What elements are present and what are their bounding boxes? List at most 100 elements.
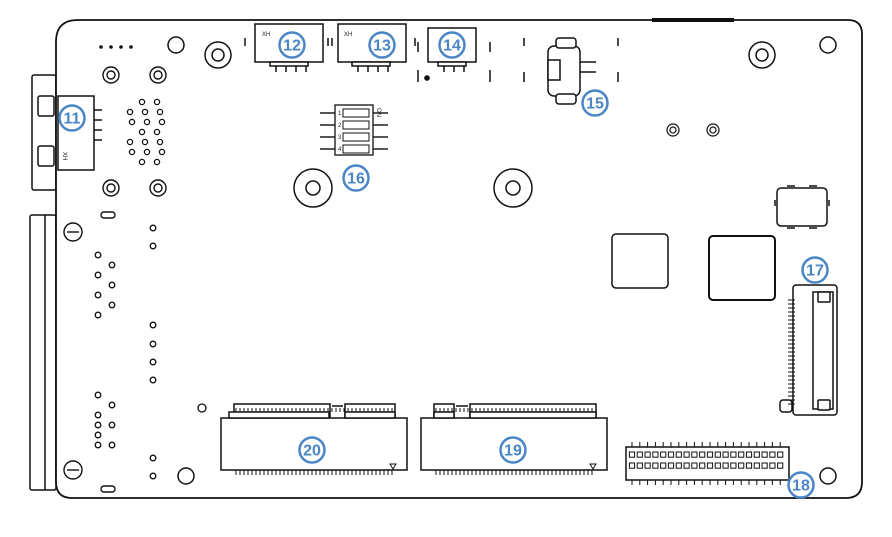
callout-20: 20	[298, 436, 326, 464]
pin-dot	[94, 391, 102, 399]
callout-number: 18	[792, 478, 810, 495]
callout-13: 13	[368, 31, 396, 59]
callout-circle	[278, 31, 306, 59]
via-dot	[128, 118, 136, 126]
header-pin	[714, 451, 721, 458]
via-dot	[156, 108, 164, 116]
oscillator	[774, 185, 830, 229]
m2-slot-20-pins	[235, 408, 393, 475]
pin-dot	[108, 421, 116, 429]
connector-15	[523, 37, 619, 105]
chip-small	[611, 233, 669, 289]
pin-dot	[94, 411, 102, 419]
callout-18: 18	[787, 471, 815, 499]
header-pin	[691, 451, 698, 458]
callout-circle	[438, 31, 466, 59]
pin-dot	[108, 281, 116, 289]
header-pin	[745, 451, 753, 458]
header-pin	[761, 462, 768, 469]
header-pin	[636, 451, 643, 458]
pin-dot	[108, 401, 116, 409]
dip-switch-num-2: 2	[338, 123, 342, 129]
via-dot	[153, 98, 161, 106]
header-pin	[722, 451, 729, 458]
standoff-top-right-inner	[755, 48, 769, 62]
via-dot	[149, 224, 157, 232]
via-dot	[153, 128, 161, 136]
oval-pads	[424, 75, 720, 137]
via-dot	[149, 242, 157, 250]
m2-slot-20-marker	[389, 463, 397, 470]
dip-switch-16	[320, 104, 388, 156]
header-pin	[745, 462, 753, 469]
callout-number: 15	[586, 96, 604, 113]
standoff-mid-right-inner	[505, 180, 521, 196]
connector-13-label: XH	[344, 32, 352, 38]
via-dot	[158, 118, 166, 126]
via-dot	[138, 98, 146, 106]
via-dot	[149, 454, 157, 462]
callout-circle	[499, 436, 527, 464]
mounting-hole-top-right	[819, 36, 837, 54]
header-pin	[769, 462, 776, 469]
callout-number: 20	[303, 443, 321, 460]
callout-number: 11	[64, 111, 81, 128]
header-pin	[753, 451, 760, 458]
callout-14: 14	[438, 31, 466, 59]
header-pin	[652, 462, 659, 469]
callout-circle	[342, 164, 370, 192]
header-pin	[667, 451, 675, 458]
header-pin	[761, 451, 768, 458]
board-outline	[55, 19, 863, 499]
callout-16: 16	[342, 164, 370, 192]
header-pin	[777, 451, 784, 458]
via-dot	[153, 158, 161, 166]
pin-dot	[94, 431, 102, 439]
via-dot	[141, 108, 149, 116]
via-dot	[143, 148, 151, 156]
header-pin	[706, 462, 714, 469]
dip-switch-num-3: 3	[338, 135, 342, 141]
header-pin	[769, 451, 776, 458]
mounting-hole-top-left	[167, 36, 185, 54]
callout-number: 14	[443, 38, 461, 55]
header-pin	[738, 451, 745, 458]
header-pin	[753, 462, 760, 469]
header-pin	[675, 451, 682, 458]
header-pin	[652, 451, 659, 458]
fpc-connector-17	[779, 284, 838, 416]
header-pin	[691, 462, 698, 469]
top-edge-component	[652, 18, 734, 22]
callout-19: 19	[499, 436, 527, 464]
header-pin	[730, 462, 737, 469]
header-pin	[722, 462, 729, 469]
top-left-dots	[99, 45, 133, 49]
callout-circle	[58, 104, 86, 132]
connector-11-label: XH	[61, 152, 67, 160]
left-side-hardware	[29, 74, 57, 491]
pin-dot	[94, 421, 102, 429]
callout-number: 19	[504, 443, 522, 460]
header-pin	[683, 451, 690, 458]
pin-dot	[94, 441, 102, 449]
via-dot	[149, 472, 157, 480]
via-dot	[128, 148, 136, 156]
via-dot	[126, 108, 134, 116]
standoff-mid-left-inner	[305, 180, 321, 196]
screw-posts-left	[63, 66, 167, 493]
header-pin	[628, 451, 636, 458]
pin-dot	[94, 291, 102, 299]
callout-circle	[801, 256, 829, 284]
header-pin	[636, 462, 643, 469]
dip-switch-on-label: ON	[375, 108, 381, 117]
pin-dot	[108, 441, 116, 449]
callout-12: 12	[278, 31, 306, 59]
m2-slot-19-pins	[435, 408, 593, 475]
connector-12-label: XH	[262, 32, 270, 38]
standoff-top-left-inner	[211, 48, 225, 62]
via-matrix	[126, 98, 166, 480]
header-pin	[738, 462, 745, 469]
via-dot	[149, 376, 157, 384]
pin-header-18-pins	[628, 442, 784, 485]
header-pin	[644, 462, 651, 469]
